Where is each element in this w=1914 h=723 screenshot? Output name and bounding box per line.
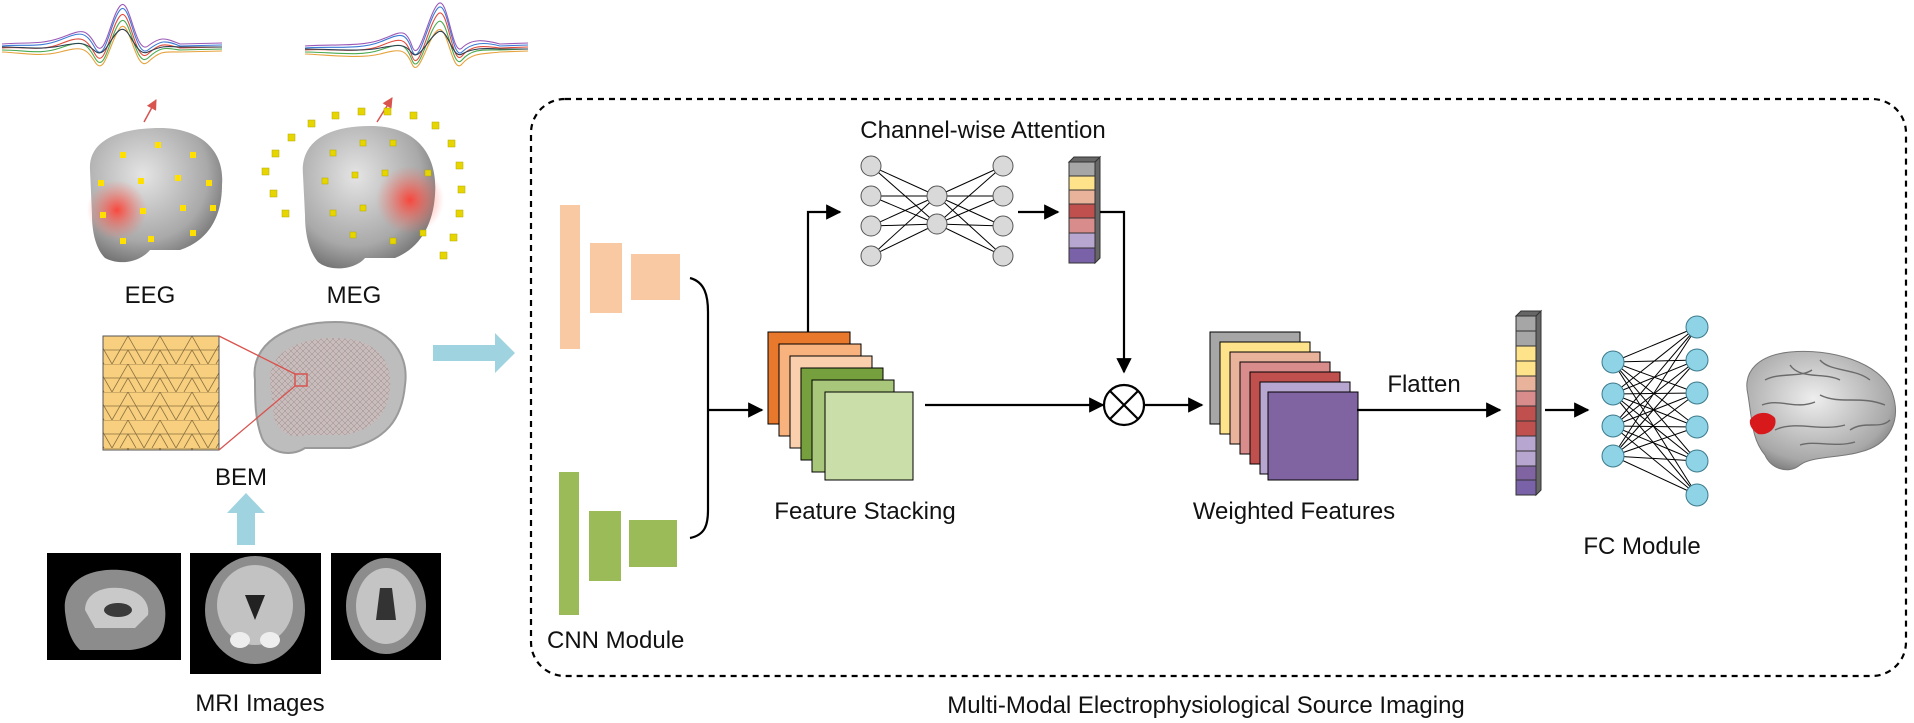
attention-mlp <box>860 155 1014 267</box>
weighted-features-stack <box>1209 331 1359 481</box>
meg-head-illustration <box>261 107 466 269</box>
bem-label: BEM <box>214 464 268 491</box>
diagram-caption: Multi-Modal Electrophysiological Source … <box>947 692 1465 719</box>
channel-attention-label: Channel-wise Attention <box>860 117 1106 144</box>
stack-to-attention-arrow <box>806 204 842 332</box>
feature-stacking-label: Feature Stacking <box>774 498 956 525</box>
feature-stack <box>767 331 914 481</box>
eeg-head-illustration <box>87 128 223 263</box>
mri-images <box>47 553 441 674</box>
input-to-network-arrow <box>433 333 515 373</box>
eeg-signal-arrow <box>143 99 157 123</box>
cnn-module-label: CNN Module <box>547 627 685 654</box>
fc-module-label: FC Module <box>1583 533 1701 560</box>
mri-to-bem-arrow <box>227 493 265 545</box>
multiply-operator <box>1102 383 1146 427</box>
bem-mesh-illustration <box>102 320 407 454</box>
meg-label: MEG <box>326 282 382 309</box>
mri-images-label: MRI Images <box>195 690 325 717</box>
weights-to-multiply-arrow <box>1100 210 1132 374</box>
flatten-label: Flatten <box>1387 371 1461 398</box>
cnn-orange-branch <box>560 205 680 349</box>
attention-weight-vector <box>1067 155 1102 265</box>
output-brain-illustration <box>1746 350 1896 471</box>
fc-network <box>1601 315 1709 507</box>
network-dashed-frame <box>529 97 1908 678</box>
flattened-vector <box>1514 309 1543 497</box>
meg-waveforms <box>304 2 529 68</box>
weighted-features-label: Weighted Features <box>1192 498 1396 525</box>
merge-brace <box>689 276 710 540</box>
eeg-waveforms <box>1 3 223 67</box>
eeg-label: EEG <box>124 282 176 309</box>
cnn-green-branch <box>559 472 677 615</box>
